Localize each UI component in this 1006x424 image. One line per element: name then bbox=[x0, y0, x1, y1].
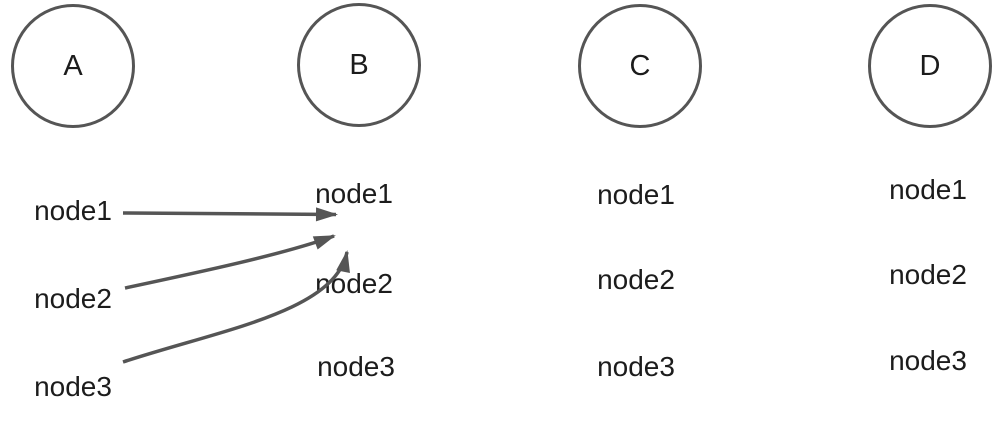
node-label-d-node1: node1 bbox=[889, 174, 967, 205]
node-label-c-node3: node3 bbox=[597, 351, 675, 382]
node-label-c-node2: node2 bbox=[597, 264, 675, 295]
edge-a-node3-to-b-node1 bbox=[122, 250, 350, 364]
node-label-c-node1: node1 bbox=[597, 179, 675, 210]
node-label-b-node2: node2 bbox=[315, 268, 393, 299]
group-circle-b: B bbox=[297, 3, 421, 127]
group-label-d: D bbox=[919, 49, 941, 82]
group-circle-a: A bbox=[11, 4, 135, 128]
group-label-c: C bbox=[629, 49, 651, 82]
edge-a-node2-to-b-node1 bbox=[124, 234, 336, 290]
node-label-b-node1: node1 bbox=[315, 178, 393, 209]
group-circle-d: D bbox=[868, 4, 992, 128]
node-label-d-node2: node2 bbox=[889, 259, 967, 290]
group-label-b: B bbox=[349, 48, 369, 81]
group-label-a: A bbox=[63, 49, 83, 82]
node-label-b-node3: node3 bbox=[317, 351, 395, 382]
node-label-a-node1: node1 bbox=[34, 195, 112, 226]
group-circle-c: C bbox=[578, 4, 702, 128]
edge-a-node1-to-b-node1 bbox=[122, 207, 338, 222]
node-label-a-node3: node3 bbox=[34, 371, 112, 402]
node-label-a-node2: node2 bbox=[34, 283, 112, 314]
node-label-d-node3: node3 bbox=[889, 345, 967, 376]
